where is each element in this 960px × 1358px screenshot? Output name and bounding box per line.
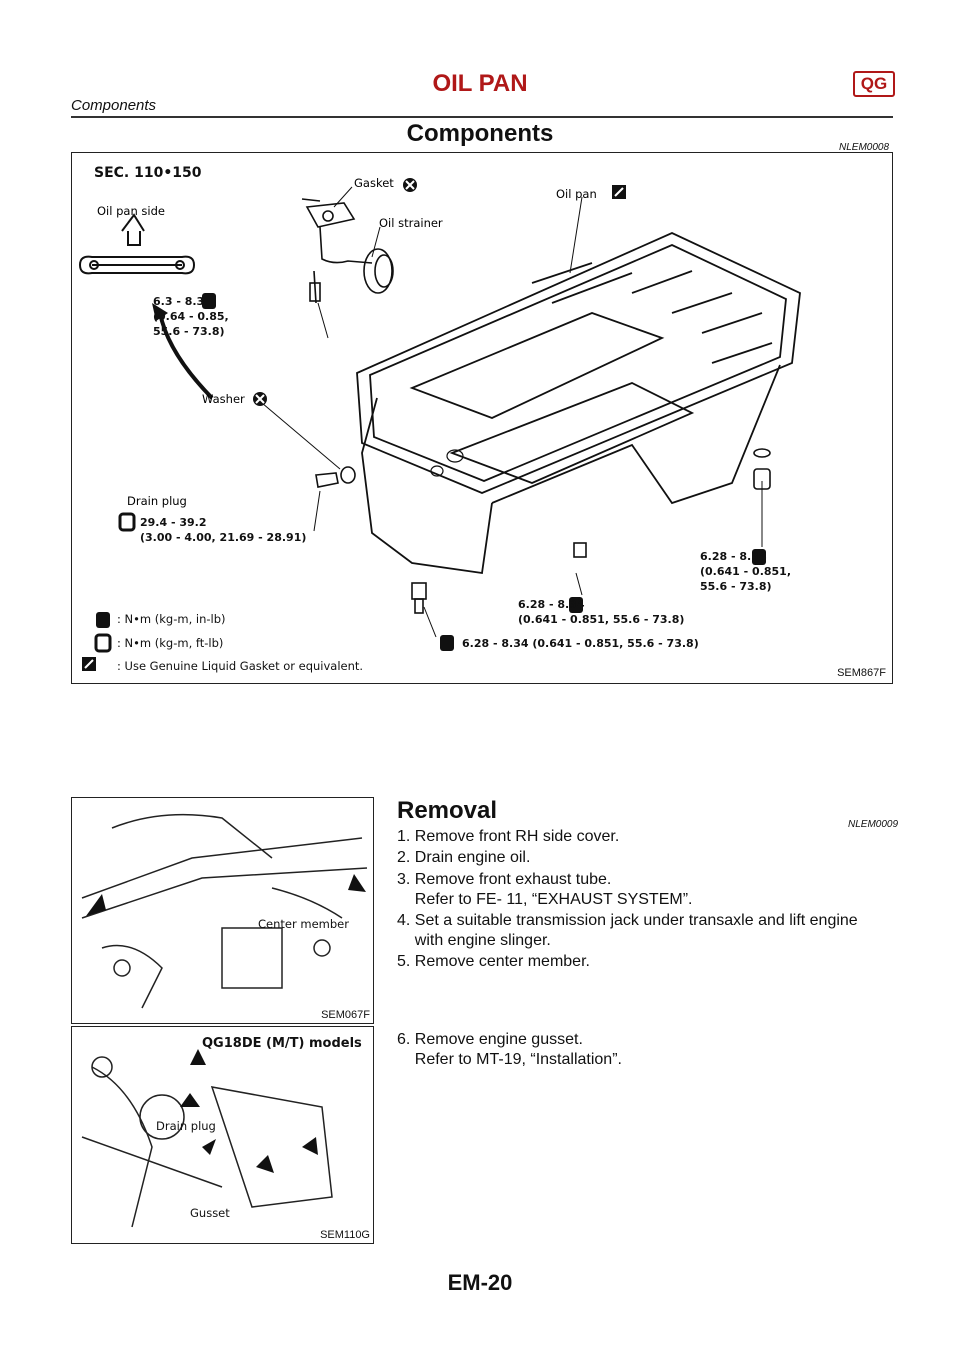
oil-pan-illustration: SEC. 110•150 Oil pan side Gasket Oil str… xyxy=(78,165,801,671)
figure-code: SEM867F xyxy=(837,667,886,679)
engine-gusset-photo: QG18DE (M/T) models Drain plug Gusset xyxy=(81,1036,362,1228)
figure-code-2: SEM067F xyxy=(321,1009,370,1021)
step-5: 5. Remove center member. xyxy=(397,953,590,970)
spec-drain-plug: 29.4 - 39.2 (3.00 - 4.00, 21.69 - 28.91) xyxy=(140,516,307,544)
center-member-figure: Center member SEM067F xyxy=(71,797,374,1024)
header-subtitle: Components xyxy=(71,97,157,114)
section-code: NLEM0008 xyxy=(839,142,890,153)
center-member-photo: Center member xyxy=(81,813,368,1009)
spec-middle: 6.28 - 8.34 (0.641 - 0.851, 55.6 - 73.8) xyxy=(518,598,685,626)
label-drain-plug: Drain plug xyxy=(127,494,187,508)
spec-strainer-bolt: 6.3 - 8.3 (0.64 - 0.85, 55.6 - 73.8) xyxy=(153,295,229,338)
label-oil-pan: Oil pan xyxy=(556,187,597,201)
components-figure: SEC. 110•150 Oil pan side Gasket Oil str… xyxy=(71,152,893,684)
label-oil-strainer: Oil strainer xyxy=(379,216,443,230)
torque-in-lb-icon xyxy=(96,293,766,651)
step-3: 3. Remove front exhaust tube. Refer to F… xyxy=(397,871,693,908)
section-title-components: Components xyxy=(406,120,554,147)
do-not-reuse-icon xyxy=(253,178,417,406)
header-rule xyxy=(71,116,893,118)
sec-label: SEC. 110•150 xyxy=(94,165,202,181)
section-code-2: NLEM0009 xyxy=(848,819,899,830)
label-drain-plug-2: Drain plug xyxy=(156,1119,216,1133)
label-washer: Washer xyxy=(202,392,245,406)
spec-right: 6.28 - 8.34 (0.641 - 0.851, 55.6 - 73.8) xyxy=(700,550,792,593)
section-title-removal: Removal xyxy=(397,797,498,824)
header-title: OIL PAN xyxy=(432,70,528,97)
step-6: 6. Remove engine gusset. Refer to MT-19,… xyxy=(397,1031,622,1068)
label-gasket: Gasket xyxy=(354,176,394,190)
label-oil-pan-side: Oil pan side xyxy=(97,204,165,218)
label-gusset: Gusset xyxy=(190,1206,230,1220)
liquid-gasket-icon xyxy=(82,185,626,671)
engine-gusset-figure: QG18DE (M/T) models Drain plug Gusset SE… xyxy=(71,1026,374,1244)
page-number: EM-20 xyxy=(447,1270,513,1295)
legend-torque-ft-lb: : N•m (kg-m, ft-lb) xyxy=(117,636,224,650)
label-qg18de: QG18DE (M/T) models xyxy=(202,1036,362,1051)
spec-bottom: 6.28 - 8.34 (0.641 - 0.851, 55.6 - 73.8) xyxy=(462,637,699,650)
figure-code-3: SEM110G xyxy=(320,1229,370,1241)
legend-torque-in-lb: : N•m (kg-m, in-lb) xyxy=(117,612,226,626)
legend-liquid-gasket: : Use Genuine Liquid Gasket or equivalen… xyxy=(117,659,364,673)
label-center-member: Center member xyxy=(258,917,349,931)
step-2: 2. Drain engine oil. xyxy=(397,849,531,866)
torque-ft-lb-icon xyxy=(94,512,136,653)
header-badge: QG xyxy=(853,71,895,97)
step-4: 4. Set a suitable transmission jack unde… xyxy=(397,912,858,949)
step-1: 1. Remove front RH side cover. xyxy=(397,828,620,845)
